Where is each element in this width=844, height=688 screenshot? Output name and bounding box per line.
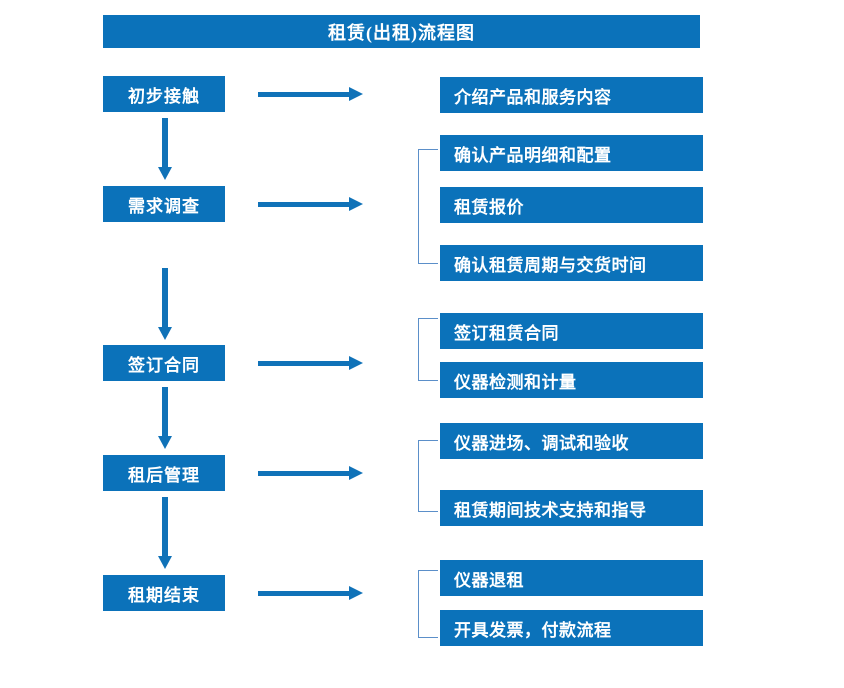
detail-box-租赁报价[interactable]: 租赁报价 xyxy=(440,187,703,223)
group-bracket-租期结束 xyxy=(418,570,438,638)
arrow-head-icon xyxy=(158,556,172,569)
arrow-head-icon xyxy=(158,436,172,449)
detail-box-确认产品明细和配置[interactable]: 确认产品明细和配置 xyxy=(440,135,703,171)
horizontal-arrow-1 xyxy=(258,87,363,101)
horizontal-arrow-5 xyxy=(258,586,363,600)
arrow-head-icon xyxy=(349,197,363,211)
vertical-arrow-1 xyxy=(158,118,172,180)
group-bracket-签订合同 xyxy=(418,318,438,381)
arrow-shaft xyxy=(258,471,350,476)
stage-box-初步接触[interactable]: 初步接触 xyxy=(103,76,225,112)
detail-box-租赁期间技术支持和指导[interactable]: 租赁期间技术支持和指导 xyxy=(440,490,703,526)
detail-box-签订租赁合同[interactable]: 签订租赁合同 xyxy=(440,313,703,349)
arrow-head-icon xyxy=(349,356,363,370)
arrow-head-icon xyxy=(158,327,172,340)
arrow-shaft xyxy=(162,118,168,167)
stage-box-租期结束[interactable]: 租期结束 xyxy=(103,575,225,611)
arrow-shaft xyxy=(258,591,350,596)
detail-box-介绍产品和服务内容[interactable]: 介绍产品和服务内容 xyxy=(440,77,703,113)
horizontal-arrow-4 xyxy=(258,466,363,480)
stage-box-租后管理[interactable]: 租后管理 xyxy=(103,455,225,491)
vertical-arrow-2 xyxy=(158,268,172,340)
stage-box-需求调查[interactable]: 需求调查 xyxy=(103,186,225,222)
detail-box-开具发票付款流程[interactable]: 开具发票，付款流程 xyxy=(440,610,703,646)
stage-box-签订合同[interactable]: 签订合同 xyxy=(103,345,225,381)
arrow-shaft xyxy=(162,387,168,436)
arrow-head-icon xyxy=(349,586,363,600)
diagram-title: 租赁(出租)流程图 xyxy=(103,15,700,48)
vertical-arrow-4 xyxy=(158,497,172,569)
detail-box-确认租赁周期与交货时间[interactable]: 确认租赁周期与交货时间 xyxy=(440,245,703,281)
arrow-head-icon xyxy=(349,87,363,101)
arrow-head-icon xyxy=(349,466,363,480)
arrow-shaft xyxy=(162,497,168,556)
arrow-head-icon xyxy=(158,167,172,180)
horizontal-arrow-2 xyxy=(258,197,363,211)
detail-box-仪器进场调试和验收[interactable]: 仪器进场、调试和验收 xyxy=(440,423,703,459)
horizontal-arrow-3 xyxy=(258,356,363,370)
detail-box-仪器检测和计量[interactable]: 仪器检测和计量 xyxy=(440,362,703,398)
arrow-shaft xyxy=(258,361,350,366)
group-bracket-需求调查 xyxy=(418,149,438,264)
arrow-shaft xyxy=(258,202,350,207)
arrow-shaft xyxy=(162,268,168,327)
group-bracket-租后管理 xyxy=(418,440,438,512)
vertical-arrow-3 xyxy=(158,387,172,449)
arrow-shaft xyxy=(258,92,350,97)
detail-box-仪器退租[interactable]: 仪器退租 xyxy=(440,560,703,596)
